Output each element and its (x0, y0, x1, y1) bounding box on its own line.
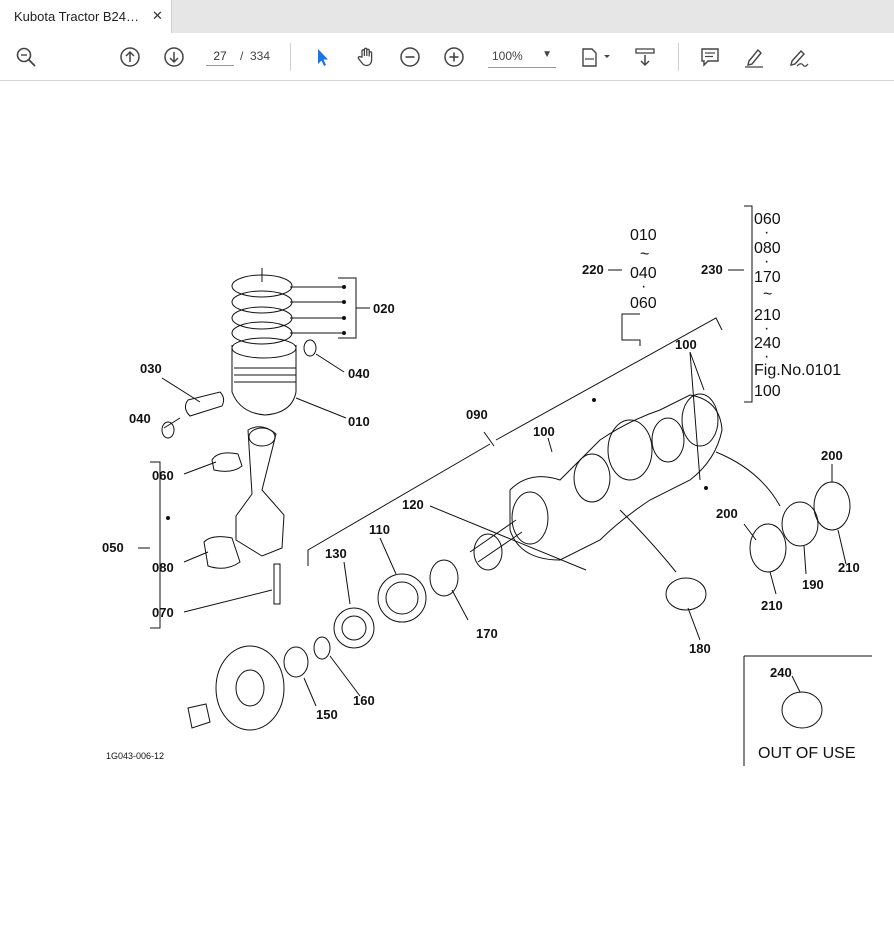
page-number-input[interactable] (206, 47, 234, 66)
zoom-in-icon[interactable] (441, 44, 467, 70)
search-icon[interactable] (13, 44, 39, 70)
label-210-right: 210 (838, 560, 860, 575)
toolbar: / 334 100% ▼ (0, 33, 894, 81)
label-070: 070 (152, 605, 174, 620)
chevron-down-icon: ▼ (542, 49, 552, 60)
sign-icon[interactable] (785, 44, 811, 70)
svg-text:~: ~ (640, 246, 649, 263)
label-100-center: 100 (533, 424, 555, 439)
label-240: 240 (770, 665, 792, 680)
page-fit-icon[interactable] (578, 44, 614, 70)
label-100-top: 100 (675, 337, 697, 352)
label-210-left: 210 (761, 598, 783, 613)
zoom-out-icon[interactable] (397, 44, 423, 70)
label-010: 010 (348, 414, 370, 429)
document-page: 010 020 030 040 040 060 050 080 070 090 … (0, 82, 894, 925)
label-040-right: 040 (348, 366, 370, 381)
out-of-use-note: OUT OF USE (758, 745, 856, 762)
callout-dots (166, 285, 708, 520)
hand-icon[interactable] (353, 44, 379, 70)
label-020: 020 (373, 301, 395, 316)
toolbar-divider (678, 43, 679, 71)
svg-text:Fig.No.0101: Fig.No.0101 (754, 362, 841, 379)
svg-text:·: · (641, 278, 646, 295)
range-group-230: 060 · 080 · 170 ~ 210 · 240 · Fig.No.010… (754, 211, 841, 400)
tab-bar: Kubota Tractor B24… ✕ (0, 0, 894, 33)
label-050: 050 (102, 540, 124, 555)
svg-text:170: 170 (754, 269, 781, 286)
label-060: 060 (152, 468, 174, 483)
svg-text:040: 040 (630, 265, 657, 282)
svg-text:010: 010 (630, 227, 657, 244)
label-040-left: 040 (129, 411, 151, 426)
label-150: 150 (316, 707, 338, 722)
label-030: 030 (140, 361, 162, 376)
label-180: 180 (689, 641, 711, 656)
label-120: 120 (402, 497, 424, 512)
download-icon[interactable] (632, 44, 658, 70)
tab-title: Kubota Tractor B24… (14, 9, 140, 24)
label-190: 190 (802, 577, 824, 592)
gear-train (187, 481, 851, 731)
svg-text:·: · (764, 320, 769, 337)
page-total: 334 (250, 49, 271, 63)
svg-text:060: 060 (754, 211, 781, 228)
svg-text:080: 080 (754, 240, 781, 257)
cursor-icon[interactable] (309, 44, 335, 70)
label-230: 230 (701, 262, 723, 277)
zoom-select[interactable]: 100% ▼ (488, 45, 556, 68)
arrow-down-icon[interactable] (161, 44, 187, 70)
label-200-right: 200 (821, 448, 843, 463)
svg-text:240: 240 (754, 335, 781, 352)
arrow-up-icon[interactable] (117, 44, 143, 70)
zoom-value: 100% (492, 49, 523, 63)
svg-text:210: 210 (754, 307, 781, 324)
page-separator: / (240, 49, 244, 63)
svg-text:·: · (764, 253, 769, 270)
label-090: 090 (466, 407, 488, 422)
crankshaft (469, 393, 723, 563)
label-170: 170 (476, 626, 498, 641)
leader-lines (138, 205, 872, 766)
label-110: 110 (369, 522, 390, 537)
close-icon[interactable]: ✕ (152, 8, 163, 23)
figure-code: 1G043-006-12 (106, 751, 164, 761)
label-200-left: 200 (716, 506, 738, 521)
label-080: 080 (152, 560, 174, 575)
label-160: 160 (353, 693, 375, 708)
range-group-220: 010 ~ 040 · 060 (630, 227, 657, 312)
toolbar-divider (290, 43, 291, 71)
svg-text:060: 060 (630, 295, 657, 312)
document-tab[interactable]: Kubota Tractor B24… ✕ (0, 0, 172, 33)
comment-icon[interactable] (697, 44, 723, 70)
svg-text:100: 100 (754, 383, 781, 400)
svg-text:~: ~ (763, 286, 772, 303)
highlight-icon[interactable] (741, 44, 767, 70)
label-130: 130 (325, 546, 347, 561)
svg-text:·: · (764, 224, 769, 241)
label-220: 220 (582, 262, 604, 277)
parts-diagram: 010 020 030 040 040 060 050 080 070 090 … (102, 205, 872, 766)
svg-text:·: · (764, 348, 769, 365)
